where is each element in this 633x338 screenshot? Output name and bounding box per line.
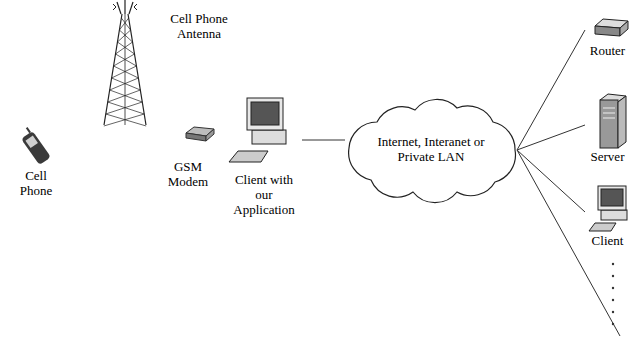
modem-front [186,133,206,141]
dot [612,263,614,265]
node-label: Server [585,150,630,165]
router-side [620,21,628,36]
node-label: Router [585,44,630,59]
tower-brace [106,102,142,114]
device-node: GSM Modem [160,122,216,190]
cell-phone-icon [18,126,51,165]
tower-brace [108,102,144,114]
router-icon [595,19,628,36]
computer-case [601,210,627,220]
tower-aerial [117,2,121,14]
modem-side [206,129,214,141]
server-icon [600,94,626,148]
drive-bay [603,108,615,109]
dot [612,275,614,277]
tower-brace [117,30,130,42]
drive-bay [603,118,615,119]
tower-brace [106,114,146,126]
router-front [595,26,620,36]
node-label: Internet, Interanet or Private LAN [375,135,487,165]
tower-brace [110,78,139,90]
node-label: Client with our Application [226,173,302,218]
continuation-dots [612,263,614,325]
tower-brace [114,54,135,66]
network-link [302,140,345,141]
phone-screen [25,136,38,149]
client-computer-icon [229,98,286,162]
node-label: Cell Phone [8,169,64,199]
network-link [517,30,585,150]
tower-brace [119,18,128,30]
computer-case [252,130,286,144]
tower-brace [121,18,130,30]
gsm-modem-icon [186,127,214,141]
phone-aerial [27,128,30,133]
drive-bay [603,113,615,114]
network-cloud: Internet, Interanet or Private LAN [345,98,517,202]
tower-brace [112,78,141,90]
tower-aerial [124,0,125,14]
server-front [600,100,618,148]
keyboard [229,151,268,162]
network-link [517,125,585,150]
device-node: Router [585,14,630,59]
node-label: Client [585,234,630,249]
dot [612,311,614,313]
network-link [517,150,585,212]
device-node: Client with our Application [226,95,302,218]
tower-brace [108,90,141,102]
tower-brace [119,30,132,42]
tower-brace [116,42,133,54]
monitor [247,98,283,130]
tower-leg [104,14,122,125]
device-node: Server [585,92,630,165]
tower-brace [114,66,139,78]
tower-leg [128,14,146,125]
tower-brace [112,66,137,78]
dot [612,287,614,289]
tower-brace [110,90,143,102]
tower-brace [116,54,137,66]
client-computer-icon [589,186,627,231]
device-node: Client [585,182,630,249]
keyboard [589,223,616,231]
monitor-screen [601,189,623,206]
dot [612,299,614,301]
tower-aerial [129,2,133,14]
server-side [618,96,626,148]
node-label: Cell Phone Antenna [158,12,240,42]
monitor [598,186,626,210]
antenna-tower [104,0,146,126]
monitor-screen [251,102,279,125]
tower-brace [104,114,144,126]
signal-mark [113,4,137,10]
tower-mast [125,14,126,125]
phone-body [21,131,51,165]
device-node: Cell Phone Antenna [100,12,240,42]
device-node: Cell Phone [8,127,64,199]
cloud-path [349,99,516,202]
node-label: GSM Modem [160,160,216,190]
tower-brace [117,42,134,54]
